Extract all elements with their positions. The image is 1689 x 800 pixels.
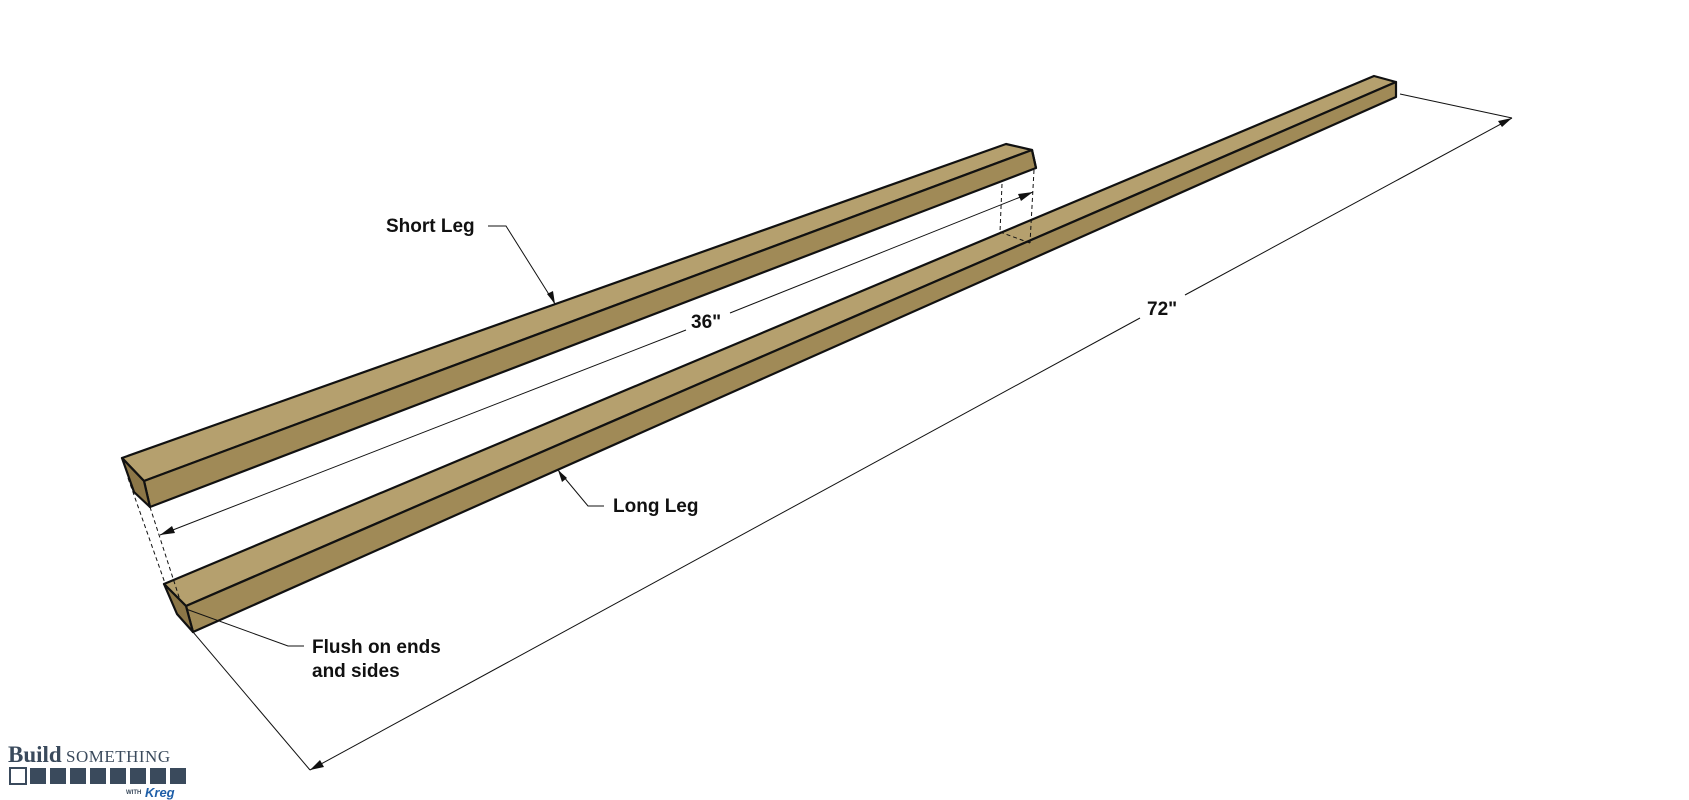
callout-long-leg: Long Leg <box>557 469 698 517</box>
logo-brand-kreg: Kreg <box>145 785 175 800</box>
logo-word-build: Build <box>8 742 62 767</box>
logo-tool-icons <box>9 767 186 785</box>
flush-label-line2: and sides <box>312 661 400 682</box>
tool-icon-6 <box>110 768 126 784</box>
tool-icon-2 <box>30 768 46 784</box>
tool-icon-5 <box>90 768 106 784</box>
dimension-short: 36" <box>159 191 1034 536</box>
tool-icon-4 <box>70 768 86 784</box>
tool-icon-9 <box>170 768 186 784</box>
tool-icon-3 <box>50 768 66 784</box>
long-leg-side-face <box>184 80 1398 634</box>
callout-short-leg: Short Leg <box>386 216 556 305</box>
long-leg-top-face <box>162 74 1398 608</box>
short-leg-far-edge <box>1030 149 1038 169</box>
long-leg-board <box>162 74 1398 634</box>
tool-icon-1 <box>9 767 27 785</box>
dimension-long-label: 72" <box>1147 299 1177 320</box>
flush-label-line1: Flush on ends <box>312 637 441 658</box>
tool-icon-8 <box>150 768 166 784</box>
alignment-guides <box>127 169 1035 601</box>
dimension-long: 72" <box>192 93 1513 771</box>
long-leg-label: Long Leg <box>613 496 698 517</box>
logo-word-something: SOMETHING <box>66 747 171 766</box>
short-leg-label: Short Leg <box>386 216 475 237</box>
tool-icon-7 <box>130 768 146 784</box>
buildsomething-logo: Build SOMETHING WITH Kreg <box>8 742 186 800</box>
callout-flush: Flush on ends and sides <box>185 608 441 682</box>
dimension-short-label: 36" <box>691 312 721 333</box>
logo-with: WITH <box>126 790 141 796</box>
short-leg-board <box>120 142 1038 509</box>
